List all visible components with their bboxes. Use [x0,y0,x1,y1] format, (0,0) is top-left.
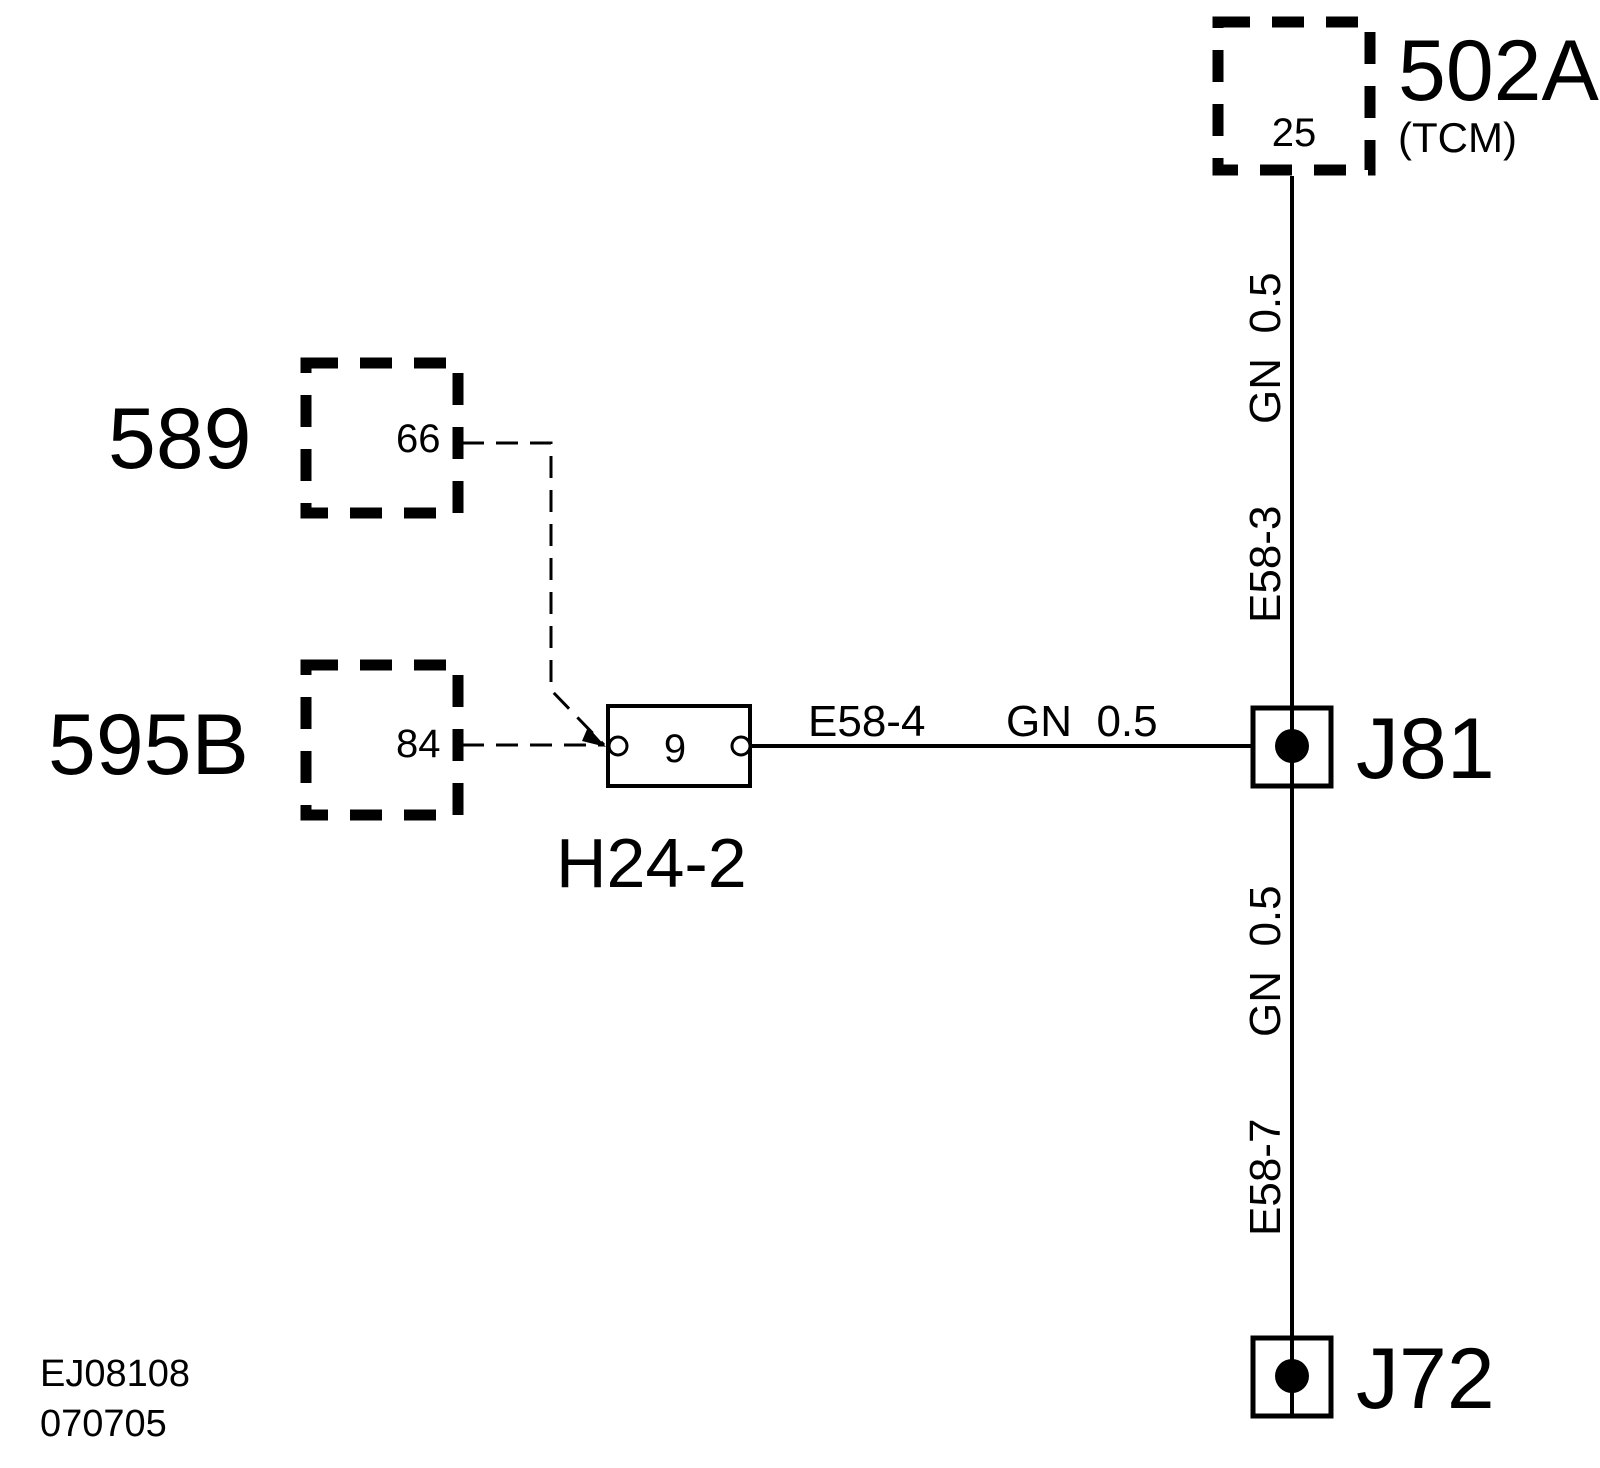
component-502a-box [1212,16,1376,176]
component-595b-label: 595B [48,697,249,793]
component-502a-sublabel: (TCM) [1398,114,1517,161]
component-595b: 84 595B [48,659,464,821]
splice-j81-dot-icon [1275,729,1309,763]
connector-h24-2-label: H24-2 [556,824,747,902]
component-589-pin: 66 [396,417,441,461]
component-502a-label: 502A [1398,23,1599,119]
wire-e58-4-circuit: E58-4 [808,697,925,746]
doc-date: 070705 [40,1403,167,1445]
wire-e58-7-circuit: E58-7 [1241,1119,1290,1236]
arrowhead-icon [582,727,606,747]
wire-e58-3-circuit: E58-3 [1241,506,1290,623]
doc-ref: EJ08108 [40,1353,190,1395]
connector-h24-2: 9 H24-2 [556,704,752,902]
component-502a-pin: 25 [1272,111,1317,155]
connector-h24-2-pin: 9 [664,727,686,771]
wire-e58-3-spec: GN 0.5 [1241,272,1290,424]
wire-e58-4-spec: GN 0.5 [1006,697,1158,746]
dashed-wire-589-to-h24 [462,441,606,747]
connector-pin-right-icon [730,735,752,757]
splice-j72-label: J72 [1356,1331,1495,1427]
component-502a: 25 502A (TCM) [1212,16,1599,176]
splice-j72-dot-icon [1275,1359,1309,1393]
connector-pin-left-icon [607,735,629,757]
component-589: 66 589 [108,357,464,519]
component-595b-pin: 84 [396,722,441,766]
splice-j72: J72 [1250,1331,1495,1427]
splice-j81: J81 [1250,701,1495,797]
splice-j81-label: J81 [1356,701,1495,797]
wire-e58-7-spec: GN 0.5 [1241,885,1290,1037]
component-589-label: 589 [108,391,252,487]
